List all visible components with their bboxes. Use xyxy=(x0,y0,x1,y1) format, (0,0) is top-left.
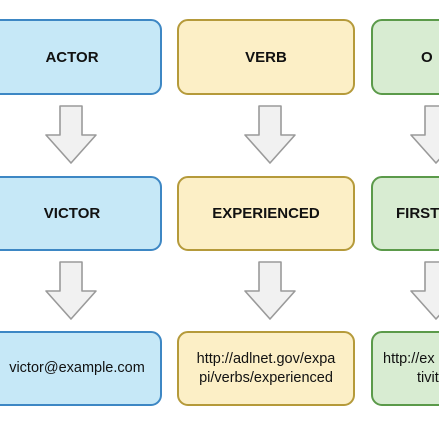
verb-id-line-2: pi/verbs/experienced xyxy=(199,369,333,386)
down-arrow-icon xyxy=(243,261,297,321)
object-value-text: FIRST xyxy=(396,205,439,222)
object-id-box: http://ex tivities. xyxy=(371,331,439,406)
verb-label-text: VERB xyxy=(245,48,287,66)
object-id-line-1: http://ex xyxy=(383,351,435,368)
actor-label-text: ACTOR xyxy=(45,48,99,66)
down-arrow-icon xyxy=(44,105,98,165)
actor-value-text: VICTOR xyxy=(43,205,101,222)
actor-value-box: VICTOR xyxy=(0,176,162,251)
verb-label-box: VERB xyxy=(177,19,355,95)
object-label-box: O xyxy=(371,19,439,95)
object-id-line-2: tivities. xyxy=(417,369,439,386)
verb-value-box: EXPERIENCED xyxy=(177,176,355,251)
down-arrow-icon xyxy=(409,105,439,165)
actor-id-text: victor@example.com xyxy=(0,359,145,377)
verb-id-line-1: http://adlnet.gov/expa xyxy=(196,351,336,368)
actor-label-box: ACTOR xyxy=(0,19,162,95)
verb-id-text: http://adlnet.gov/expa pi/verbs/experien… xyxy=(197,350,336,386)
object-id-text: http://ex tivities. xyxy=(383,350,439,386)
verb-value-text: EXPERIENCED xyxy=(212,205,320,222)
actor-id-box: victor@example.com xyxy=(0,331,162,406)
actor-id-line-1: victor@example.com xyxy=(9,360,145,377)
down-arrow-icon xyxy=(243,105,297,165)
object-label-text: O xyxy=(421,48,433,66)
down-arrow-icon xyxy=(409,261,439,321)
down-arrow-icon xyxy=(44,261,98,321)
verb-id-box: http://adlnet.gov/expa pi/verbs/experien… xyxy=(177,331,355,406)
object-value-box: FIRST xyxy=(371,176,439,251)
